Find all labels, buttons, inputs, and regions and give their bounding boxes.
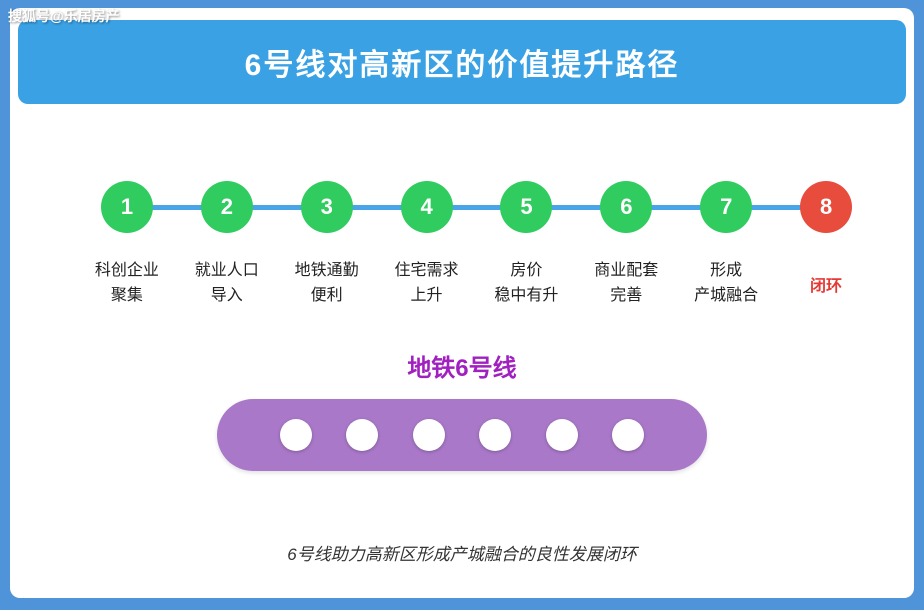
page-title: 6号线对高新区的价值提升路径	[244, 49, 680, 82]
step-5: 5 房价 稳中有升	[477, 181, 577, 309]
step-circle: 1	[100, 181, 153, 233]
step-circle: 7	[700, 181, 753, 233]
step-number: 3	[320, 194, 333, 219]
step-number: 5	[520, 194, 533, 219]
step-4: 4 住宅需求 上升	[377, 181, 477, 309]
step-6: 6 商业配套 完善	[576, 181, 676, 309]
step-number: 6	[620, 194, 633, 219]
step-circle: 3	[300, 181, 353, 233]
metro-line-title: 地铁6号线	[407, 355, 517, 382]
step-7: 7 形成 产城融合	[676, 181, 776, 309]
station-dot	[346, 419, 379, 451]
header-banner: 6号线对高新区的价值提升路径	[18, 20, 906, 104]
step-label: 地铁通勤 便利	[294, 262, 359, 304]
connector-line	[127, 205, 826, 210]
station-dot	[412, 419, 445, 451]
station-dot	[279, 419, 312, 451]
watermark: 搜狐号@乐居房产	[8, 8, 120, 24]
step-circle: 8	[800, 181, 853, 233]
step-circle: 6	[600, 181, 653, 233]
step-label: 房价 稳中有升	[494, 262, 559, 304]
step-number: 1	[120, 194, 134, 219]
step-label: 闭环	[810, 278, 843, 295]
step-number: 8	[819, 194, 833, 219]
step-label: 商业配套 完善	[594, 262, 659, 304]
step-number: 2	[220, 194, 233, 219]
step-circle: 5	[500, 181, 553, 233]
metro-section: 地铁6号线	[10, 348, 914, 471]
step-number: 7	[720, 194, 733, 219]
step-circle: 4	[400, 181, 453, 233]
station-dot	[612, 419, 645, 451]
step-2: 2 就业人口 导入	[177, 181, 277, 309]
step-3: 3 地铁通勤 便利	[277, 181, 377, 309]
flow-diagram: 1 科创企业 聚集 2 就业人口 导入 3 地铁通勤 便利 4	[10, 181, 914, 309]
step-label: 就业人口 导入	[194, 262, 259, 304]
step-label: 科创企业 聚集	[94, 262, 159, 304]
step-label: 住宅需求 上升	[394, 262, 459, 304]
footer-caption: 6号线助力高新区形成产城融合的良性发展闭环	[287, 545, 637, 564]
step-label: 形成 产城融合	[694, 262, 759, 304]
station-dot	[479, 419, 512, 451]
step-circle: 2	[200, 181, 253, 233]
metro-capsule	[217, 399, 707, 471]
step-8: 8 闭环	[776, 181, 876, 309]
step-number: 4	[420, 194, 433, 219]
content-card: 6号线对高新区的价值提升路径 1 科创企业 聚集 2 就业人口 导入 3	[10, 8, 914, 598]
step-1: 1 科创企业 聚集	[77, 181, 177, 309]
station-dot	[545, 419, 578, 451]
